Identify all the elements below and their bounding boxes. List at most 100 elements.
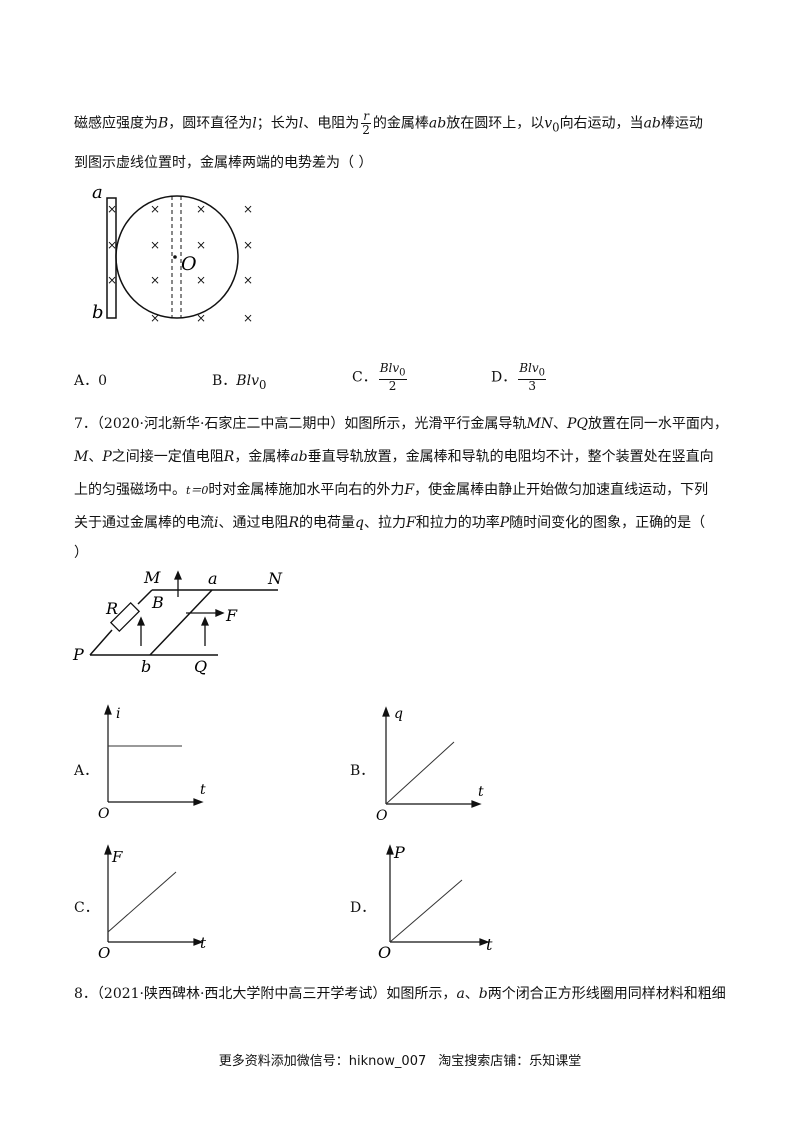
axis-x-label: t — [486, 935, 493, 954]
metal-rod — [106, 197, 117, 319]
q6-text: 、电阻为 — [303, 115, 360, 132]
field-x: × — [243, 238, 253, 252]
var-F: F — [404, 482, 415, 498]
label-a: a — [208, 569, 218, 588]
label-M: M — [143, 568, 161, 587]
frac-num-text: Blv — [519, 361, 539, 375]
axis-y-label: i — [116, 706, 120, 722]
q7-option-C-graph[interactable]: F t O — [96, 840, 216, 960]
q7-option-B-graph[interactable]: q t O — [374, 702, 494, 822]
label-b: b — [141, 657, 151, 676]
field-x: × — [196, 238, 206, 252]
q7-text: 垂直导轨放置，金属棒和导轨的电阻均不计，整个装置处在竖直向 — [307, 449, 714, 465]
axis-y-label: q — [394, 706, 403, 722]
frac-den: 2 — [362, 123, 370, 137]
axes — [386, 844, 490, 946]
q7-text: 、 — [553, 416, 568, 432]
q7-option-D-label[interactable]: D． — [350, 900, 376, 916]
axis-x-label: t — [478, 784, 484, 800]
field-x: × — [150, 238, 160, 252]
wire — [89, 629, 113, 656]
field-arrows — [137, 570, 209, 646]
q6-line-2: 到图示虚线位置时，金属棒两端的电势差为（ ） — [74, 155, 373, 171]
footer-shop: 淘宝搜索店铺：乐知课堂 — [438, 1054, 582, 1069]
option-label: C． — [352, 369, 377, 386]
q7-option-D-graph[interactable]: P t O — [374, 840, 504, 960]
field-x: × — [196, 311, 206, 325]
frac-den: 2 — [388, 379, 397, 394]
axes — [104, 704, 204, 806]
var-l: l — [252, 115, 257, 132]
q7-text: 、通过电阻 — [218, 515, 289, 531]
label-N: N — [267, 569, 283, 588]
var-B: B — [158, 115, 169, 132]
q8-text: 8．（2021·陕西碑林·西北大学附中高三开学考试）如图所示， — [74, 986, 457, 1002]
var-P: P — [499, 515, 510, 531]
var-F: F — [406, 515, 416, 531]
q7-text: 的电荷量 — [299, 515, 356, 531]
ring — [115, 195, 239, 319]
var-ab: ab — [290, 449, 308, 465]
q6-option-B[interactable]: B．Blv0 — [212, 370, 266, 392]
q7-text: 关于通过金属棒的电流 — [74, 515, 214, 531]
q6-figure: × × × × × × × × × × × × × × × a b O — [92, 182, 253, 325]
q6-text: 向右运动，当 — [559, 115, 644, 132]
metal-rod-ab — [149, 589, 213, 656]
field-x: × — [243, 311, 253, 325]
option-label: D． — [491, 369, 517, 386]
origin-label: O — [378, 943, 391, 960]
graph-line — [107, 871, 177, 933]
option-label: B． — [212, 373, 237, 389]
q7-option-A-graph[interactable]: i t O — [96, 700, 216, 820]
var-PQ: PQ — [567, 416, 588, 432]
frac-num: r — [361, 109, 371, 124]
option-label: A． — [74, 373, 99, 389]
field-x: × — [196, 273, 206, 287]
field-x: × — [150, 311, 160, 325]
q7-line-4: 关于通过金属棒的电流i、通过电阻R的电荷量q、拉力F和拉力的功率P随时间变化的图… — [74, 512, 705, 532]
origin-label: O — [98, 944, 110, 960]
q7-line-1: 7．（2020·河北新华·石家庄二中高二期中）如图所示，光滑平行金属导轨MN、P… — [74, 413, 728, 433]
axes — [382, 706, 482, 808]
q7-circuit-figure: M N a B R F P b Q — [72, 568, 283, 676]
q7-text: 7．（2020·河北新华·石家庄二中高二期中）如图所示，光滑平行金属导轨 — [74, 416, 527, 432]
q7-option-B-label[interactable]: B． — [350, 763, 375, 779]
q6-text: 磁感应强度为 — [74, 115, 158, 132]
q6-text: ；长为 — [256, 115, 299, 132]
field-x: × — [243, 202, 253, 216]
axis-y-label: P — [393, 843, 405, 862]
sub-0: 0 — [258, 377, 267, 392]
q7-text: ，金属棒 — [234, 449, 291, 465]
q6-text: 放在圆环上，以 — [446, 115, 545, 132]
q7-text: 之间接一定值电阻 — [111, 449, 224, 465]
q7-option-A-label[interactable]: A． — [74, 763, 99, 779]
var-b: b — [478, 986, 488, 1002]
q7-option-C-label[interactable]: C． — [74, 900, 99, 916]
q6-option-A[interactable]: A．0 — [74, 370, 107, 390]
var-ab: ab — [428, 115, 447, 132]
frac-num: Blv0 — [518, 361, 547, 381]
field-x: × — [243, 273, 253, 287]
sub-0: 0 — [399, 367, 406, 379]
frac-num-text: Blv — [379, 361, 400, 375]
option-value: Blv — [236, 373, 259, 389]
label-O: O — [181, 253, 197, 275]
field-x: × — [196, 202, 206, 216]
sub-0: 0 — [552, 120, 560, 135]
field-x: × — [150, 273, 160, 287]
var-q: q — [355, 515, 364, 531]
var-l: l — [298, 115, 304, 132]
q7-line-2: M、P之间接一定值电阻R，金属棒ab垂直导轨放置，金属棒和导轨的电阻均不计，整个… — [74, 446, 714, 466]
graph-line — [385, 741, 455, 805]
var-R: R — [223, 449, 235, 465]
q7-line-3: 上的匀强磁场中。t＝0时对金属棒施加水平向右的外力F，使金属棒由静止开始做匀加速… — [74, 479, 708, 499]
q7-line-5: ） — [74, 545, 88, 561]
var-R: R — [288, 515, 300, 531]
label-a: a — [92, 182, 103, 203]
